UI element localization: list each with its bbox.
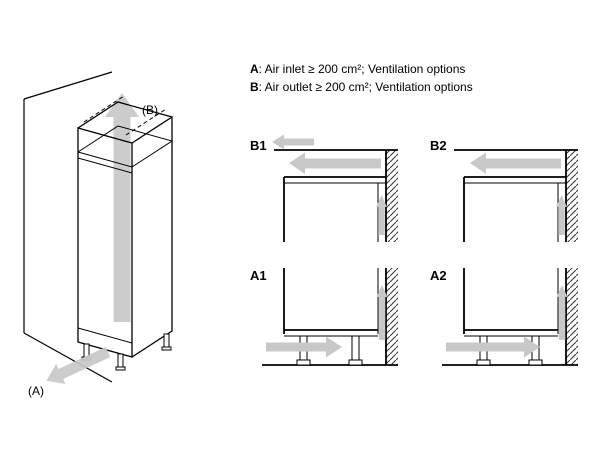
- air-outlet-up-arrow: [105, 93, 139, 322]
- isometric-label-b: (B): [142, 103, 158, 117]
- legend-text-a: : Air inlet ≥ 200 cm²; Ventilation optio…: [258, 62, 466, 76]
- legend-line-air-outlet: B: Air outlet ≥ 200 cm²; Ventilation opt…: [250, 78, 473, 96]
- panel-label-b2: B2: [430, 138, 447, 153]
- panel-b1-drawing: [272, 134, 398, 242]
- panel-a2-drawing: [442, 268, 578, 366]
- room-corner-lines: [23, 71, 113, 383]
- cabinet-outline: [77, 95, 174, 358]
- panel-label-a1: A1: [250, 268, 267, 283]
- isometric-view: [23, 71, 174, 384]
- airflow-arrows-a1: [266, 285, 388, 358]
- legend-key-b: B: [250, 80, 259, 94]
- panel-a1-drawing: [262, 268, 398, 366]
- wall-hatch-b1: [386, 150, 398, 242]
- airflow-arrows-b1: [272, 134, 387, 235]
- wall-hatch-a2: [566, 268, 578, 365]
- isometric-label-a: (A): [28, 384, 44, 398]
- panel-label-b1: B1: [250, 138, 267, 153]
- airflow-arrows-a2: [446, 285, 568, 358]
- legend: A: Air inlet ≥ 200 cm²; Ventilation opti…: [250, 60, 473, 96]
- wall-hatch-a1: [386, 268, 398, 365]
- legend-key-a: A: [250, 62, 259, 76]
- panel-b2-drawing: [454, 149, 578, 242]
- legend-line-air-inlet: A: Air inlet ≥ 200 cm²; Ventilation opti…: [250, 60, 473, 78]
- airflow-arrows-b2: [470, 152, 567, 235]
- air-inlet-arrow: [46, 347, 111, 384]
- wall-hatch-b2: [566, 150, 578, 242]
- legend-text-b: : Air outlet ≥ 200 cm²; Ventilation opti…: [258, 80, 473, 94]
- panel-label-a2: A2: [430, 268, 447, 283]
